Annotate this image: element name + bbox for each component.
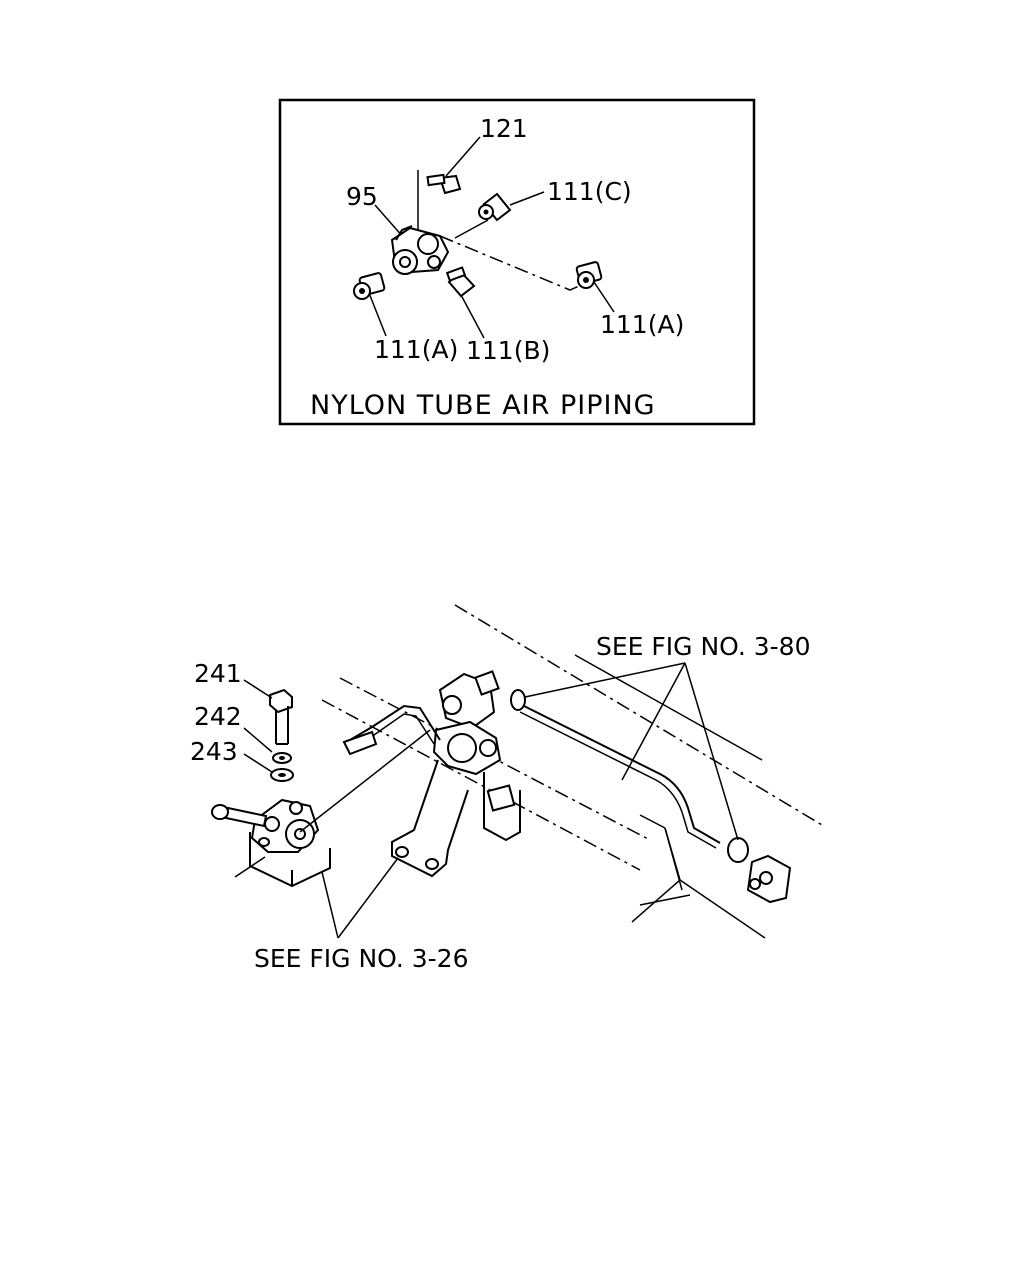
label-242: 242: [194, 702, 242, 731]
bolt-241-icon: [269, 688, 293, 745]
inset-leader-lines: [368, 136, 615, 339]
see-fig-3-80: SEE FIG NO. 3-80: [596, 632, 810, 661]
washer-242-icon: [272, 752, 292, 764]
clip-icon: [746, 854, 792, 904]
label-111c: 111(C): [547, 177, 632, 206]
center-bracket-icon: [391, 759, 521, 878]
leveling-valve-icon: [432, 670, 502, 776]
label-111a-right: 111(A): [600, 310, 684, 339]
fitting-111b-icon: [445, 266, 476, 298]
inset-caption: NYLON TUBE AIR PIPING: [310, 390, 656, 421]
fitting-111a-right-icon: [575, 261, 603, 289]
label-121: 121: [480, 114, 528, 143]
air-tube: [510, 689, 749, 863]
linkage-arm-icon: [342, 704, 441, 756]
inset-panel: 121 95 111(C) 111(A) 111(A) 111(B) NYLON…: [278, 98, 756, 426]
valve-95-icon: [390, 225, 450, 275]
main-leader-lines: [243, 662, 739, 939]
main-assembly: 241 242 243 SEE FIG NO. 3-80 SEE FIG NO.…: [190, 604, 823, 973]
label-241: 241: [194, 659, 242, 688]
left-valve-assembly-icon: [211, 798, 331, 888]
label-95: 95: [346, 182, 378, 211]
see-fig-3-26: SEE FIG NO. 3-26: [254, 944, 468, 973]
label-243: 243: [190, 737, 238, 766]
inset-frame: [278, 98, 756, 426]
fitting-111a-left-icon: [353, 272, 386, 300]
label-111a-left: 111(A): [374, 335, 458, 364]
washer-243-icon: [270, 768, 294, 782]
bolt-121-icon: [426, 173, 462, 195]
fitting-111c-icon: [478, 192, 512, 222]
label-111b: 111(B): [466, 336, 550, 365]
